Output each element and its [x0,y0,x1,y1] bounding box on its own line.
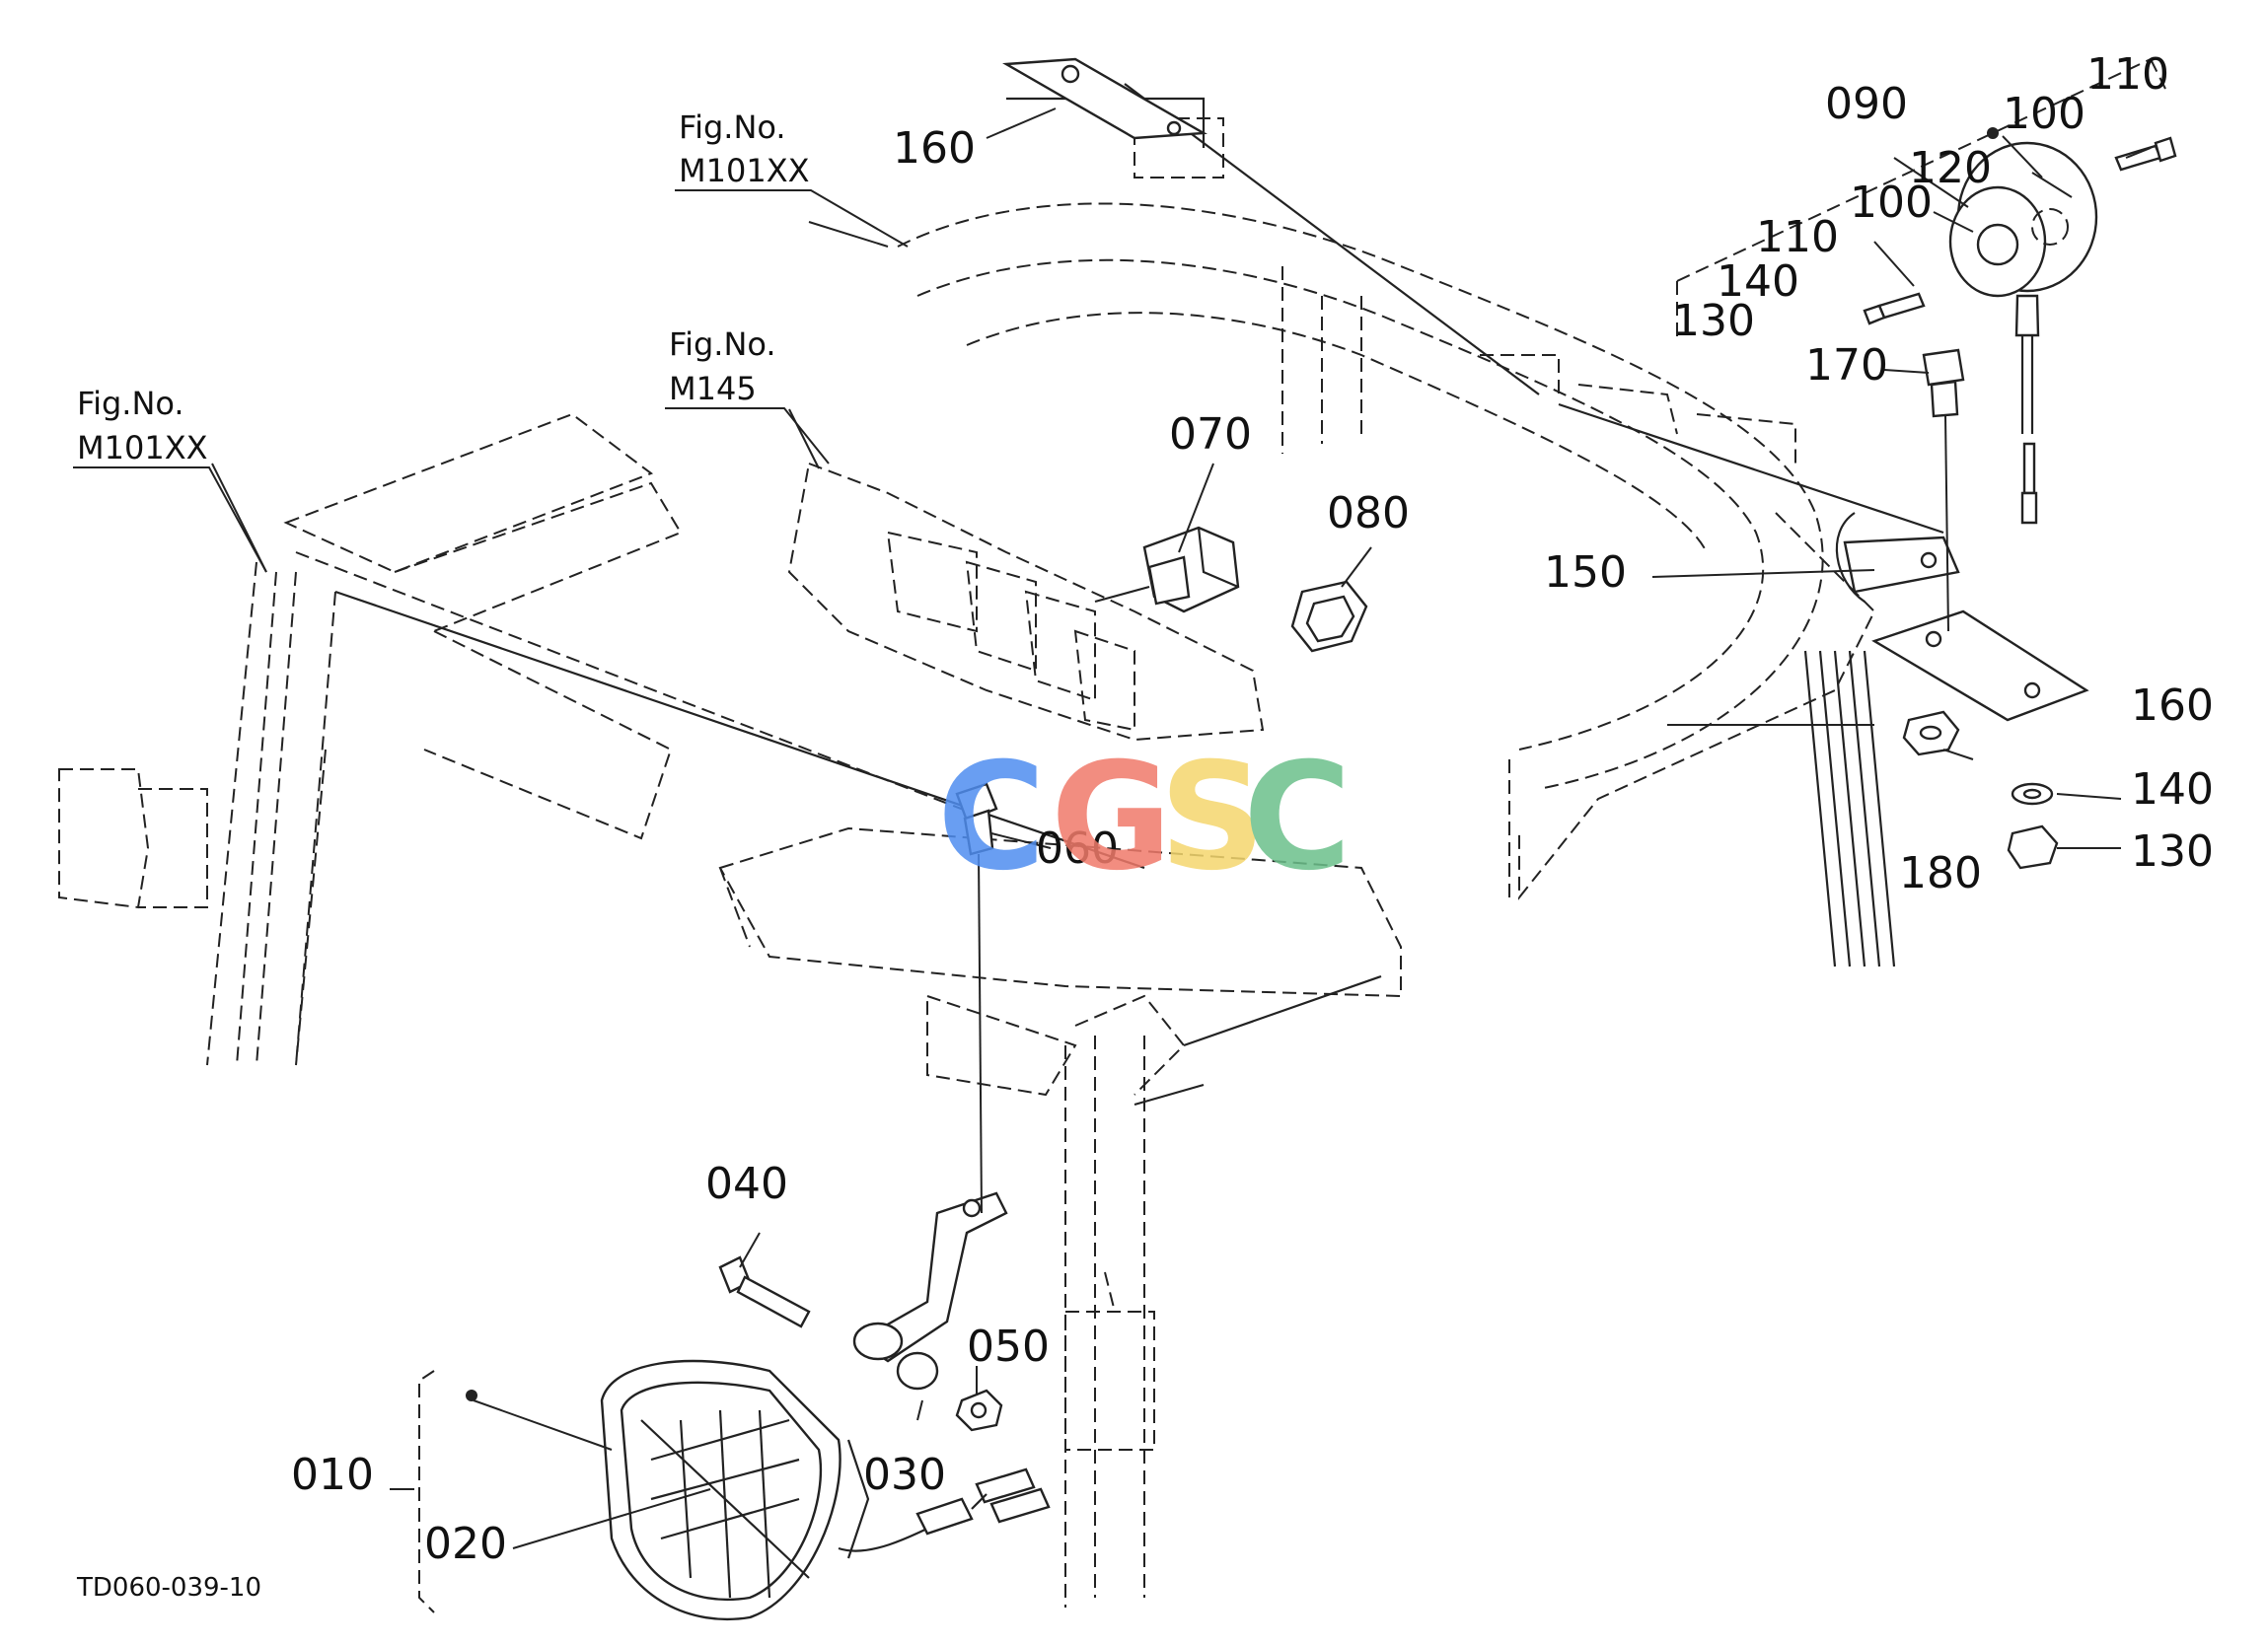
callout-100-top: 100 [2003,89,2085,139]
bolt-170 [1922,348,1965,632]
bolt-040 [718,1255,811,1328]
beacon-090 [1948,141,2098,525]
callout-110-mid: 110 [1756,212,1839,262]
callout-160-bottom: 160 [2131,680,2214,731]
fig-ref-1-line1: Fig.No. [679,108,786,146]
callout-080: 080 [1327,488,1410,538]
drawing-code: TD060-039-10 [76,1573,261,1603]
clamp-150 [1835,512,1960,603]
callout-130-top: 130 [1672,296,1755,346]
fig-ref-2-line2: M145 [669,370,757,407]
callout-070: 070 [1169,409,1252,460]
harness-connector [915,1467,1051,1536]
callout-100-mid: 100 [1850,178,1933,228]
screw-110-left [1863,292,1926,325]
callout-labels: 160 070 080 060 040 050 030 010 020 150 … [291,49,2214,1569]
watermark-letter-4: C [1243,732,1352,903]
watermark-letter-2: G [1051,732,1172,903]
cab-frame [58,83,1944,1608]
callout-130-bottom: 130 [2131,826,2214,877]
callout-110-top: 110 [2086,49,2169,100]
bracket-plate-160-top [1002,57,1207,140]
work-light-assembly [600,1359,948,1621]
callout-060: 060 [1036,823,1119,874]
fig-ref-3: Fig.No. M101XX [73,385,267,573]
callout-020: 020 [424,1519,507,1569]
bracket-plate-160-bottom [1871,609,2089,722]
screw-110-right [2114,136,2177,172]
callout-140-top: 140 [1717,256,1799,307]
nut-130 [2007,824,2059,870]
boot-080 [1290,580,1368,653]
callout-140-bottom: 140 [2131,764,2214,815]
fig-ref-1: Fig.No. M101XX [675,108,909,248]
nut-050 [955,1389,1003,1432]
bolt-060 [955,782,998,1214]
callout-170: 170 [1805,340,1888,391]
fig-ref-3-line2: M101XX [77,429,208,466]
washer-140 [2011,782,2054,806]
fig-ref-2-line1: Fig.No. [669,325,776,363]
leader-lines [211,58,2166,1613]
callout-090: 090 [1825,79,1908,129]
fig-ref-2: Fig.No. M145 [665,325,830,465]
callout-180: 180 [1899,848,1982,898]
nut-180 [1902,710,1960,756]
callout-030: 030 [863,1450,946,1500]
callout-050: 050 [967,1322,1050,1372]
callout-040: 040 [705,1159,788,1209]
callout-010: 010 [291,1450,374,1500]
switch-070 [1094,526,1240,613]
callout-150: 150 [1544,547,1627,598]
watermark-letter-3: S [1159,732,1266,903]
light-bracket-030 [852,1191,1008,1391]
fig-ref-3-line1: Fig.No. [77,385,184,422]
watermark-letter-1: C [937,732,1046,903]
callout-160-top: 160 [893,123,976,174]
watermark: C G S C [937,732,1352,903]
fig-ref-1-line2: M101XX [679,152,810,189]
callout-120: 120 [1909,143,1992,193]
